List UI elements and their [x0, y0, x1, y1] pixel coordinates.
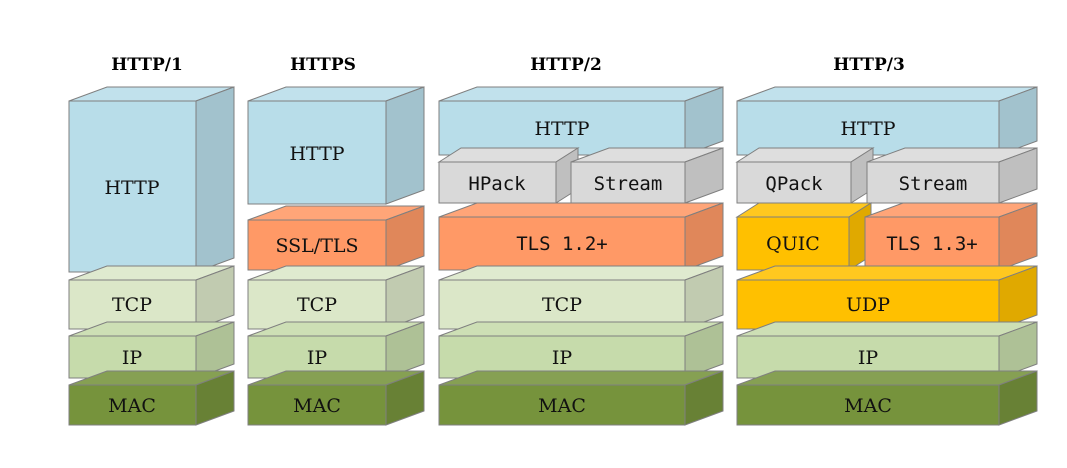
layer-label-tcp: TCP: [297, 294, 337, 316]
box-front-face: [736, 384, 1000, 426]
layer-box: HTTP: [736, 86, 1038, 156]
layer-label-http: HTTP: [289, 143, 344, 165]
box-front-face: [247, 219, 387, 271]
layer-label-ip: IP: [552, 347, 573, 369]
https-stack: HTTP SSL/TLS TCP IP MAC: [247, 86, 425, 426]
layer-label-tcp: TCP: [542, 294, 582, 316]
layer-box: TCP: [68, 265, 235, 330]
layer-label-ip: IP: [122, 347, 143, 369]
layer-box: QPack: [735, 147, 875, 204]
layer-box: TCP: [247, 265, 425, 330]
box-top-face: [736, 370, 1038, 386]
stack-title-https: HTTPS: [290, 55, 356, 75]
box-front-face: [866, 161, 1000, 204]
box-front-face: [736, 216, 850, 271]
layer-label-ssl-tls: SSL/TLS: [275, 235, 358, 257]
layer-box: QUIC: [735, 202, 873, 271]
layer-box: HPack: [437, 147, 580, 204]
box-side-face: [195, 86, 235, 273]
box-top-face: [438, 265, 724, 281]
box-front-face: [570, 161, 686, 204]
box-front-face: [438, 216, 686, 271]
box-top-face: [438, 321, 724, 337]
stack-title-http2: HTTP/2: [530, 55, 602, 75]
layer-box: IP: [438, 321, 724, 379]
layer-box: Stream: [570, 147, 724, 204]
layer-label-http: HTTP: [104, 177, 159, 199]
layer-box: IP: [736, 321, 1038, 379]
layer-box: IP: [247, 321, 425, 379]
box-top-face: [438, 370, 724, 386]
box-top-face: [438, 86, 724, 102]
box-top-face: [736, 321, 1038, 337]
box-side-face: [385, 86, 425, 205]
box-front-face: [68, 384, 197, 426]
layer-label-ip: IP: [858, 347, 879, 369]
box-top-face: [735, 147, 875, 163]
layer-label-mac: MAC: [293, 395, 341, 417]
layer-box: TLS 1.3+: [864, 202, 1038, 271]
layer-label-mac: MAC: [538, 395, 586, 417]
box-front-face: [736, 100, 1000, 156]
stack-title-http1: HTTP/1: [111, 55, 183, 75]
layer-box: TCP: [438, 265, 724, 330]
layer-label-stream: Stream: [899, 173, 968, 195]
layer-label-tls: TLS 1.3+: [886, 233, 978, 255]
layer-box: SSL/TLS: [247, 205, 425, 271]
box-front-face: [68, 100, 197, 273]
box-front-face: [68, 279, 197, 330]
layer-label-udp: UDP: [846, 294, 890, 316]
box-front-face: [438, 384, 686, 426]
layer-label-mac: MAC: [108, 395, 156, 417]
layer-box: HTTP: [438, 86, 724, 156]
box-front-face: [247, 279, 387, 330]
stack-title-http3: HTTP/3: [833, 55, 905, 75]
layer-label-http: HTTP: [534, 118, 589, 140]
box-front-face: [736, 279, 1000, 330]
layer-label-http: HTTP: [840, 118, 895, 140]
box-top-face: [736, 265, 1038, 281]
box-top-face: [438, 202, 724, 218]
layer-box: UDP: [736, 265, 1038, 330]
layer-label-hpack: HPack: [468, 173, 526, 195]
box-front-face: [438, 100, 686, 156]
layer-label-stream: Stream: [594, 173, 663, 195]
box-front-face: [247, 100, 387, 205]
layer-box: TLS 1.2+: [438, 202, 724, 271]
layer-label-ip: IP: [307, 347, 328, 369]
box-top-face: [735, 202, 873, 218]
http1-stack: HTTP TCP IP MAC: [68, 86, 235, 426]
layer-box: HTTP: [68, 86, 235, 273]
layer-box: MAC: [438, 370, 724, 426]
layer-label-tls: TLS 1.2+: [516, 233, 608, 255]
layer-label-quic: QUIC: [766, 233, 820, 255]
layer-box: IP: [68, 321, 235, 379]
box-top-face: [736, 86, 1038, 102]
layer-label-qpack: QPack: [765, 173, 823, 195]
layer-box: HTTP: [247, 86, 425, 205]
box-front-face: [247, 384, 387, 426]
http2-stack: HTTP HPack Stream TLS 1.2+ TCP IP MAC: [437, 86, 724, 426]
http3-stack: HTTP QPack Stream QUIC TLS 1.3+ UDP IP M…: [735, 86, 1038, 426]
layer-label-tcp: TCP: [112, 294, 152, 316]
layer-box: MAC: [247, 370, 425, 426]
box-front-face: [438, 161, 557, 204]
box-top-face: [437, 147, 580, 163]
layer-box: MAC: [68, 370, 235, 426]
layer-label-mac: MAC: [844, 395, 892, 417]
layer-box: MAC: [736, 370, 1038, 426]
box-front-face: [864, 216, 1000, 271]
layer-box: Stream: [866, 147, 1038, 204]
